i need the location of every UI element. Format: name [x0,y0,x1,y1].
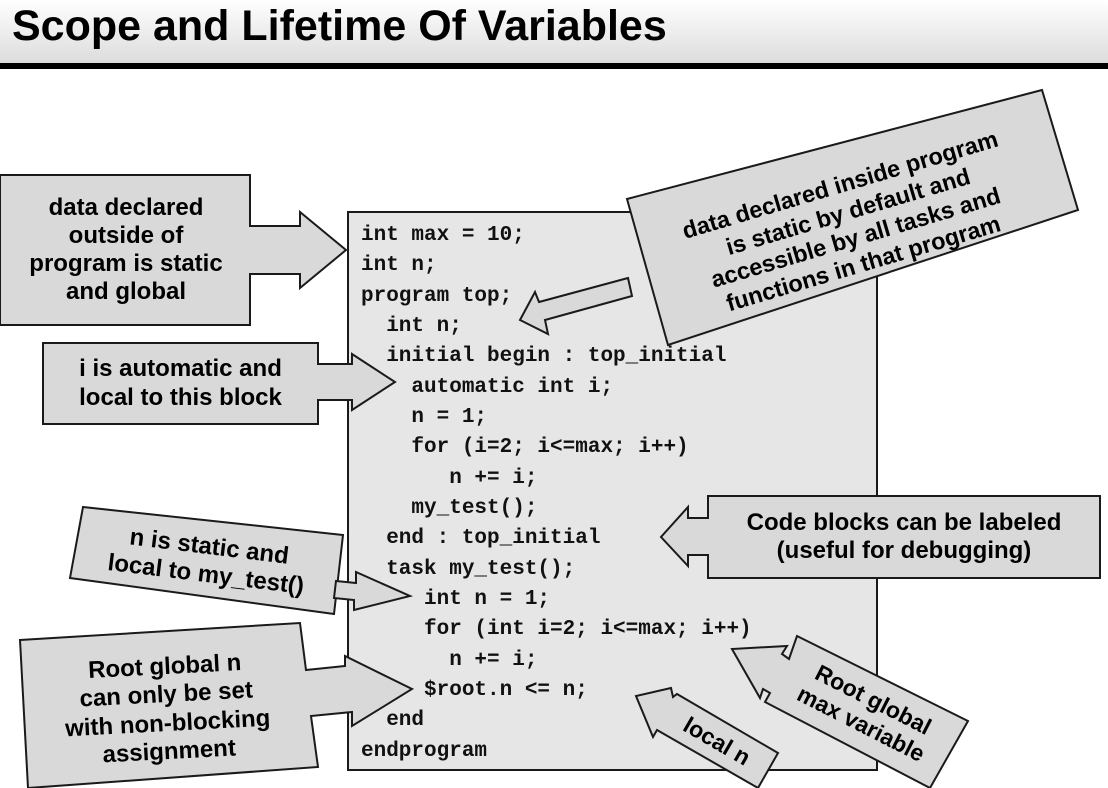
code-line: int max = 10; [361,224,525,247]
callout-root-global-n: Root global n can only be set with non-b… [64,649,271,768]
callout-box-root-global-max [730,634,970,788]
code-line: n += i; [361,649,538,672]
code-line: int n; [361,254,437,277]
code-line: endprogram [361,740,488,763]
callout-arrow-inside-program [518,276,634,336]
code-line: for (i=2; i<=max; i++) [361,436,689,459]
code-line: int n = 1; [361,588,551,611]
callout-arrow-static-local [332,570,414,612]
code-line: end : top_initial [361,527,601,550]
callout-automatic-local: i is automatic and local to this block [79,355,282,411]
code-line: initial begin : top_initial [361,345,727,368]
code-line: my_test(); [361,497,538,520]
callout-box-outside-program [0,174,348,326]
code-line: automatic int i; [361,376,614,399]
title-bar: Scope and Lifetime Of Variables [0,0,1108,69]
callout-box-automatic-local [42,342,397,425]
callout-box-static-local [68,505,345,616]
callout-box-local-n [634,686,780,788]
code-line: int n; [361,315,462,338]
code-line: program top; [361,285,513,308]
slide-title: Scope and Lifetime Of Variables [12,2,667,50]
callout-box-root-global-n [18,621,415,788]
code-line: n += i; [361,467,538,490]
code-line: for (int i=2; i<=max; i++) [361,618,752,641]
code-line: $root.n <= n; [361,679,588,702]
callout-outside-program: data declared outside of program is stat… [29,193,223,306]
code-line: end [361,709,425,732]
callout-box-code-blocks [659,495,1101,579]
code-line: n = 1; [361,406,488,429]
callout-code-blocks-labeled: Code blocks can be labeled (useful for d… [746,508,1062,564]
callout-box-inside-program [625,88,1080,347]
code-line: task my_test(); [361,558,576,581]
